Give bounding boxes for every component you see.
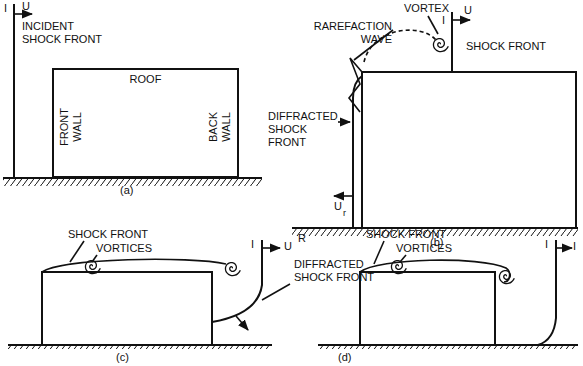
vortex-label: VORTICES <box>396 242 452 255</box>
shock-label: INCIDENT SHOCK FRONT <box>22 20 114 46</box>
building-box: ROOF FRONT WALL BACK WALL <box>52 68 239 178</box>
roof-shock-front <box>360 260 510 282</box>
leader-line <box>400 255 406 262</box>
leader-line <box>70 241 84 262</box>
subscript: r <box>343 207 346 220</box>
leader-line <box>262 284 290 300</box>
wave-label: RAREFACTION WAVE <box>300 20 392 46</box>
vortex-label: VORTEX <box>404 2 449 15</box>
point-label: R <box>298 232 306 245</box>
shock-front <box>451 12 453 72</box>
vortex-spiral <box>225 263 240 276</box>
vortex-spiral <box>391 261 406 274</box>
velocity-arrow <box>262 247 280 249</box>
velocity-label: I <box>573 240 576 253</box>
panel-label: (d) <box>338 351 351 364</box>
panel-label: (a) <box>120 184 133 197</box>
shock-label: I <box>251 238 254 251</box>
shock-label: SHOCK FRONT <box>466 40 546 53</box>
ground-hatch <box>8 346 272 349</box>
vortex-spiral <box>85 261 100 274</box>
shock-label: DIFFRACTED SHOCK FRONT <box>294 258 378 284</box>
wall-label: BACK WALL <box>207 102 233 152</box>
ground-hatch <box>318 346 578 349</box>
shock-label: SHOCK FRONT <box>366 228 446 241</box>
velocity-label: U <box>284 240 292 253</box>
incident-shock-front <box>13 4 15 178</box>
building <box>362 72 576 228</box>
shock-label: DIFFRACTED SHOCK FRONT <box>268 110 338 149</box>
velocity-label: U <box>334 200 342 213</box>
building <box>42 272 212 345</box>
motion-arrow <box>236 316 248 330</box>
building <box>360 272 495 345</box>
velocity-label: U <box>464 4 472 17</box>
roof-label: ROOF <box>54 73 237 86</box>
leader-line <box>428 16 438 34</box>
velocity-arrow <box>452 19 470 21</box>
velocity-arrow <box>556 247 572 249</box>
wall-label: FRONT WALL <box>58 102 84 152</box>
vortex-label: VORTICES <box>96 242 152 255</box>
vortex-spiral <box>499 271 514 284</box>
velocity-arrow <box>14 13 32 15</box>
shock-label: I <box>545 238 548 251</box>
shock-label: I <box>4 2 7 15</box>
leader-line <box>338 121 350 123</box>
shock-label: I <box>442 14 445 27</box>
diffracted-shock-front <box>353 76 362 228</box>
shock-front <box>538 240 556 345</box>
velocity-arrow <box>334 195 352 197</box>
shock-front <box>212 240 262 322</box>
velocity-label: U <box>22 0 30 13</box>
leader-line <box>374 241 384 264</box>
vortex-spiral <box>433 39 448 52</box>
shock-label: SHOCK FRONT <box>68 228 148 241</box>
panel-label: (c) <box>116 351 129 364</box>
